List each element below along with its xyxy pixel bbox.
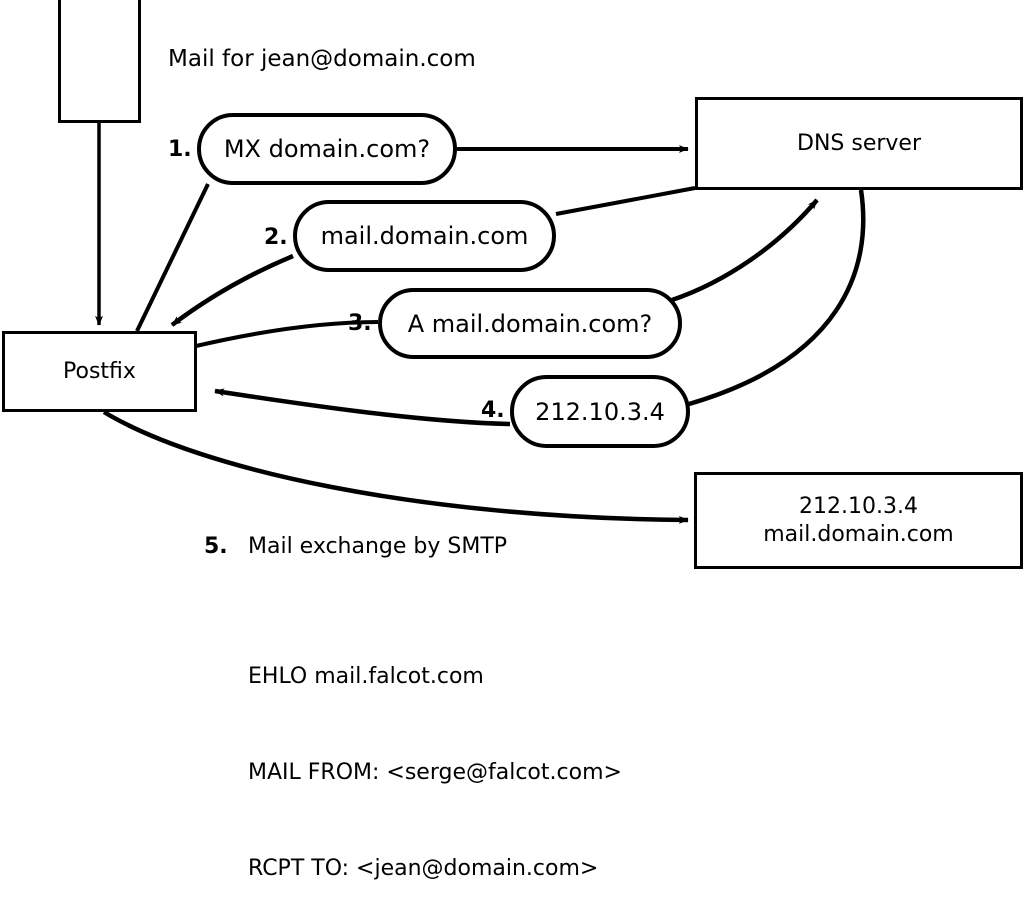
- connector-dns-to-answer2: [555, 186, 696, 216]
- node-remote-mx-ip: 212.10.3.4: [799, 493, 918, 519]
- bubble-step-1-label: MX domain.com?: [223, 135, 431, 163]
- node-dns-server-label: DNS server: [797, 130, 921, 156]
- smtp-transcript: EHLO mail.falcot.com MAIL FROM: <serge@f…: [248, 597, 622, 919]
- step-number-1: 1.: [168, 137, 192, 162]
- step-number-5: 5.: [204, 534, 228, 559]
- connector-query3-to-dns: [671, 198, 819, 303]
- connector-postfix-to-query1: [135, 183, 210, 332]
- node-remote-mx-hostname: mail.domain.com: [763, 521, 954, 547]
- connector-postfix-to-query3: [195, 320, 379, 348]
- connector-answer4-to-postfix: [214, 388, 511, 427]
- node-dns-server: DNS server: [695, 97, 1023, 190]
- bubble-step-2-label: mail.domain.com: [320, 222, 529, 250]
- node-sender-client: [58, 0, 141, 123]
- connector-answer2-to-postfix: [170, 253, 294, 327]
- step-5-label: Mail exchange by SMTP: [248, 534, 508, 559]
- step-number-3: 3.: [348, 311, 372, 336]
- bubble-step-2: mail.domain.com: [293, 200, 556, 272]
- connector-postfix-to-remote-mx: [102, 410, 689, 524]
- connector-dns-to-answer4: [688, 189, 866, 407]
- bubble-step-1: MX domain.com?: [197, 113, 457, 185]
- smtp-transcript-line: MAIL FROM: <serge@falcot.com>: [248, 760, 622, 785]
- bubble-step-3-label: A mail.domain.com?: [407, 309, 653, 338]
- page-title: Mail for jean@domain.com: [168, 46, 476, 72]
- bubble-step-3: A mail.domain.com?: [378, 288, 682, 359]
- node-postfix-label: Postfix: [63, 358, 136, 384]
- node-remote-mx: 212.10.3.4 mail.domain.com: [694, 472, 1023, 569]
- smtp-transcript-line: RCPT TO: <jean@domain.com>: [248, 856, 599, 881]
- step-number-4: 4.: [481, 398, 505, 423]
- smtp-transcript-line: EHLO mail.falcot.com: [248, 664, 484, 689]
- bubble-step-4-label: 212.10.3.4: [535, 397, 665, 426]
- node-postfix: Postfix: [2, 331, 197, 412]
- step-number-2: 2.: [264, 225, 288, 250]
- bubble-step-4: 212.10.3.4: [510, 375, 690, 448]
